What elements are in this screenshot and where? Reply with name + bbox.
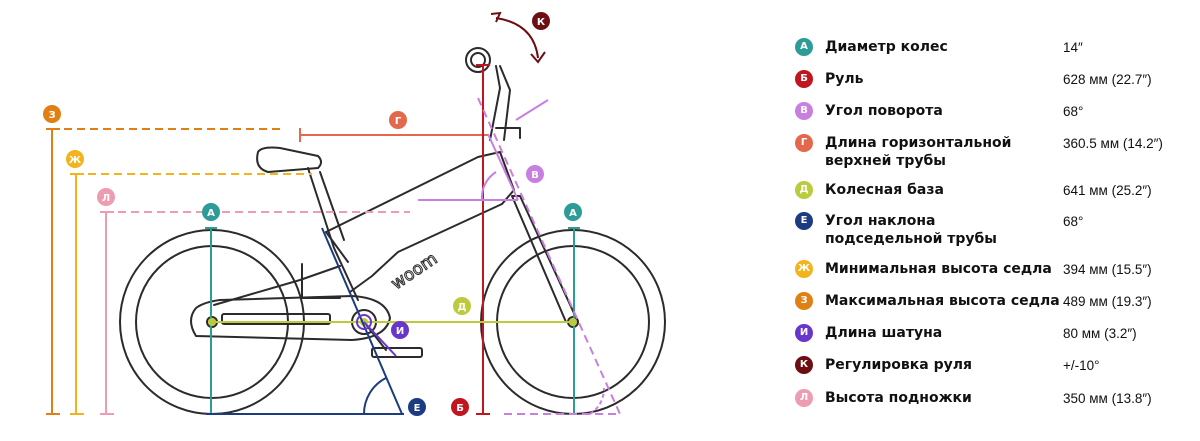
chain-guard xyxy=(190,295,391,341)
dimension-max-saddle-height xyxy=(46,128,280,415)
badge-a-rear: А xyxy=(202,203,220,221)
svg-text:Е: Е xyxy=(414,403,421,414)
frame-main xyxy=(325,151,515,293)
frame-logo: woom xyxy=(388,249,442,294)
badge-a-front: А xyxy=(564,203,582,221)
handlebar-stem xyxy=(489,65,501,141)
badge-e: Е xyxy=(408,398,426,416)
handlebar-grip xyxy=(465,47,491,73)
handlebar-grip-end xyxy=(470,52,486,68)
svg-text:Б: Б xyxy=(456,403,464,414)
badge-i: И xyxy=(391,321,409,339)
dimension-top-tube-length xyxy=(299,128,488,142)
handlebar-adjust-arrow xyxy=(490,11,546,64)
dimension-crank-length xyxy=(356,314,397,357)
svg-text:И: И xyxy=(396,326,404,337)
svg-text:К: К xyxy=(537,17,546,28)
saddle xyxy=(256,146,322,173)
badge-z: З xyxy=(43,105,61,123)
bike-drawing xyxy=(119,47,666,415)
fork xyxy=(511,195,579,323)
seat-tube xyxy=(307,167,359,301)
svg-text:Г: Г xyxy=(395,116,402,127)
pedal xyxy=(371,347,423,358)
dimension-standover-height xyxy=(100,211,410,415)
svg-text:В: В xyxy=(531,170,539,181)
badge-zh: Ж xyxy=(66,150,84,168)
badge-d: Д xyxy=(453,297,471,315)
handlebar-stem-back xyxy=(499,65,511,141)
dimension-min-saddle-height xyxy=(70,173,312,415)
dimension-seat-tube-angle xyxy=(206,227,404,415)
svg-text:А: А xyxy=(569,208,577,219)
svg-text:Ж: Ж xyxy=(69,155,82,166)
badge-g: Г xyxy=(389,111,407,129)
svg-text:Д: Д xyxy=(458,302,467,313)
badge-k: К xyxy=(532,12,550,30)
badge-v: В xyxy=(526,165,544,183)
seat-stay xyxy=(213,265,341,306)
svg-text:А: А xyxy=(207,208,215,219)
seat-tube-inner xyxy=(319,171,345,241)
handlebar-clamp xyxy=(495,127,521,139)
dimension-handlebar-height xyxy=(476,64,490,415)
stay-bracket xyxy=(301,263,341,299)
dimension-head-angle xyxy=(418,97,621,415)
badge-b: Б xyxy=(451,398,469,416)
svg-text:Л: Л xyxy=(102,193,110,204)
badge-l: Л xyxy=(97,188,115,206)
stay-slot xyxy=(221,313,331,325)
svg-text:З: З xyxy=(48,110,55,121)
